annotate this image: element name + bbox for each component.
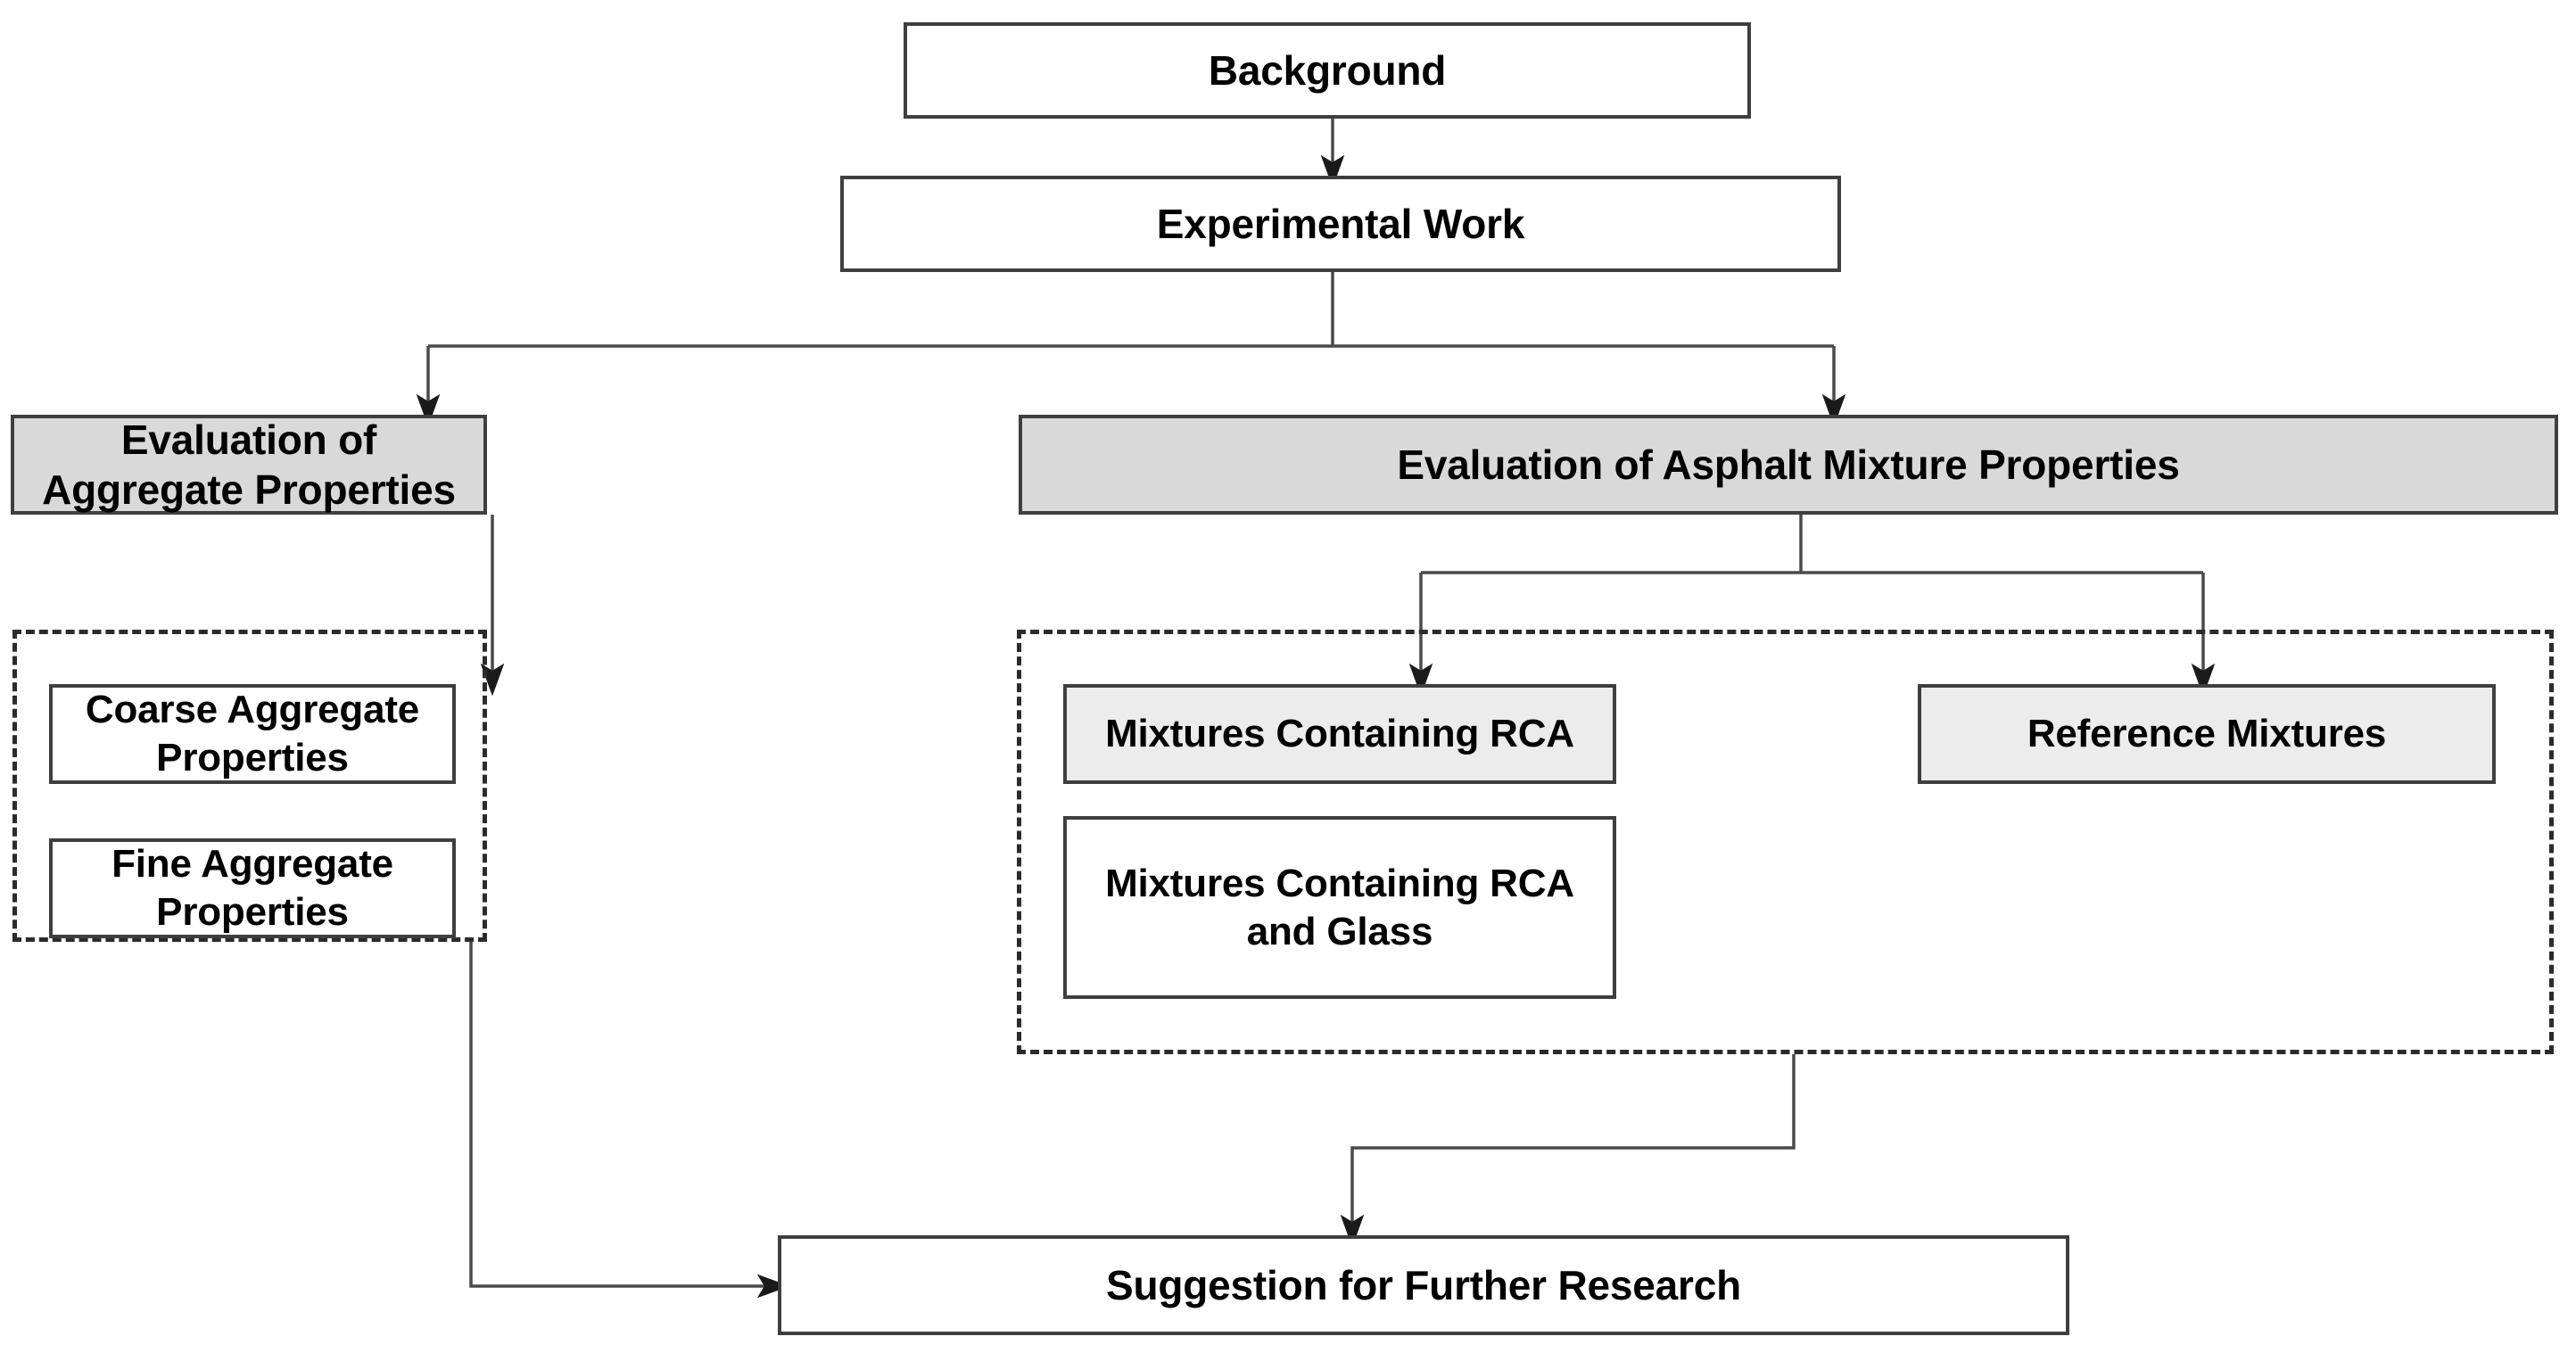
mixture-properties-group bbox=[1017, 630, 2554, 1054]
node-reference-mixtures[interactable]: Reference Mixtures bbox=[1918, 684, 2496, 784]
node-coarse-aggregate-properties[interactable]: Coarse Aggregate Properties bbox=[49, 684, 456, 784]
node-mixtures-containing-rca-and-glass[interactable]: Mixtures Containing RCA and Glass bbox=[1063, 816, 1616, 999]
aggregate-properties-group bbox=[12, 630, 487, 942]
node-experimental-work[interactable]: Experimental Work bbox=[840, 176, 1841, 272]
node-fine-aggregate-properties[interactable]: Fine Aggregate Properties bbox=[49, 838, 456, 938]
node-evaluation-of-aggregate-properties[interactable]: Evaluation of Aggregate Properties bbox=[11, 415, 487, 515]
edge-aggregate-group-to-suggestion bbox=[469, 942, 790, 1299]
node-background[interactable]: Background bbox=[904, 22, 1751, 119]
node-suggestion-for-further-research[interactable]: Suggestion for Further Research bbox=[778, 1235, 2069, 1335]
node-mixtures-containing-rca[interactable]: Mixtures Containing RCA bbox=[1063, 684, 1616, 784]
node-evaluation-of-asphalt-mixture-properties[interactable]: Evaluation of Asphalt Mixture Properties bbox=[1019, 415, 2558, 515]
edge-mixture-group-to-suggestion bbox=[1340, 1054, 1796, 1248]
